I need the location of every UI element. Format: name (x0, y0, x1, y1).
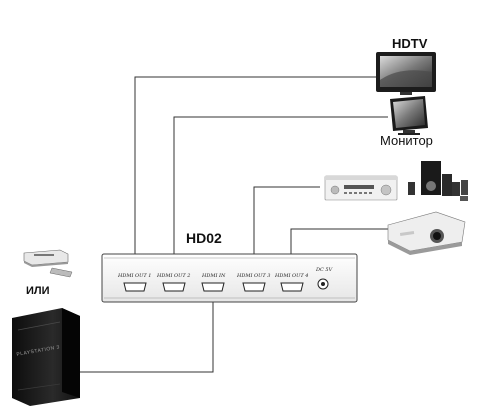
port-label-out3: HDMI OUT 3 (237, 273, 271, 279)
cable-ps3 (78, 292, 214, 373)
device-model-label: HD02 (186, 230, 222, 246)
speakers-icon (408, 161, 468, 201)
or-label: ИЛИ (26, 285, 50, 297)
hdmi-in-port (201, 282, 225, 292)
port-label-out1: HDMI OUT 1 (118, 273, 152, 279)
cable-projector (290, 228, 388, 262)
cables (78, 76, 388, 373)
port-label-in: HDMI IN (202, 273, 226, 279)
playstation3-console-icon (12, 308, 80, 406)
hdmi-out3-port (242, 282, 266, 292)
av-receiver-icon (324, 175, 398, 201)
monitor-icon (390, 96, 428, 135)
hdtv-icon (376, 52, 436, 95)
port-label-dc: DC 5V (316, 267, 333, 273)
port-label-out2: HDMI OUT 2 (157, 273, 191, 279)
projector-icon (387, 211, 466, 255)
hdmi-out2-port (162, 282, 186, 292)
hdmi-out4-port (280, 282, 304, 292)
splitter-box (101, 253, 358, 303)
cable-receiver (253, 186, 320, 262)
port-label-out4: HDMI OUT 4 (275, 273, 309, 279)
hdmi-out1-port (123, 282, 147, 292)
cable-monitor (173, 116, 388, 262)
dc-power-jack (317, 278, 329, 290)
cable-hdtv (134, 76, 380, 262)
dvd-player-icon (23, 249, 73, 278)
hdtv-label: HDTV (392, 36, 428, 51)
monitor-label: Монитор (380, 133, 433, 148)
